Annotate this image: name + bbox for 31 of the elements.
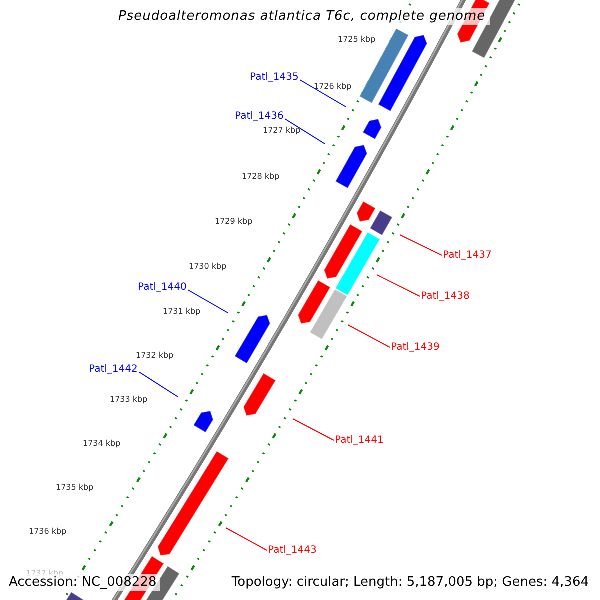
tick-label: 1730 kbp: [189, 262, 227, 271]
tick-label: 1735 kbp: [56, 483, 94, 492]
tick-label: 1732 kbp: [136, 351, 174, 360]
tick-label: 1731 kbp: [163, 307, 201, 316]
gene-label: Patl_1438: [421, 291, 470, 302]
tick-label: 1729 kbp: [215, 217, 253, 226]
tick-label: 1736 kbp: [29, 527, 67, 536]
gene-label: Patl_1443: [268, 545, 317, 556]
accession-label: Accession: NC_008228: [6, 574, 160, 591]
tick-label: 1728 kbp: [242, 172, 280, 181]
gene-label: Patl_1437: [443, 250, 492, 261]
leader-line: [348, 324, 390, 348]
gene-label: Patl_1439: [391, 342, 440, 353]
leader-line: [376, 274, 420, 297]
leader-line: [400, 234, 442, 256]
tick-label: 1727 kbp: [263, 126, 301, 135]
tick-label: 1734 kbp: [83, 439, 121, 448]
gene-label: Patl_1442: [89, 364, 138, 375]
gene-label: Patl_1435: [250, 72, 299, 83]
tick-label: 1725 kbp: [338, 35, 376, 44]
gene-label: Patl_1441: [335, 435, 384, 446]
leader-line: [292, 418, 334, 441]
gene-label: Patl_1436: [235, 111, 284, 122]
tick-label: 1733 kbp: [110, 395, 148, 404]
leader-line: [188, 290, 228, 314]
leader-line: [300, 80, 346, 108]
leader-line: [138, 372, 178, 398]
leader-line: [284, 118, 326, 144]
leader-line: [226, 528, 268, 551]
tick-label: 1726 kbp: [314, 82, 352, 91]
gene-label: Patl_1440: [138, 282, 187, 293]
